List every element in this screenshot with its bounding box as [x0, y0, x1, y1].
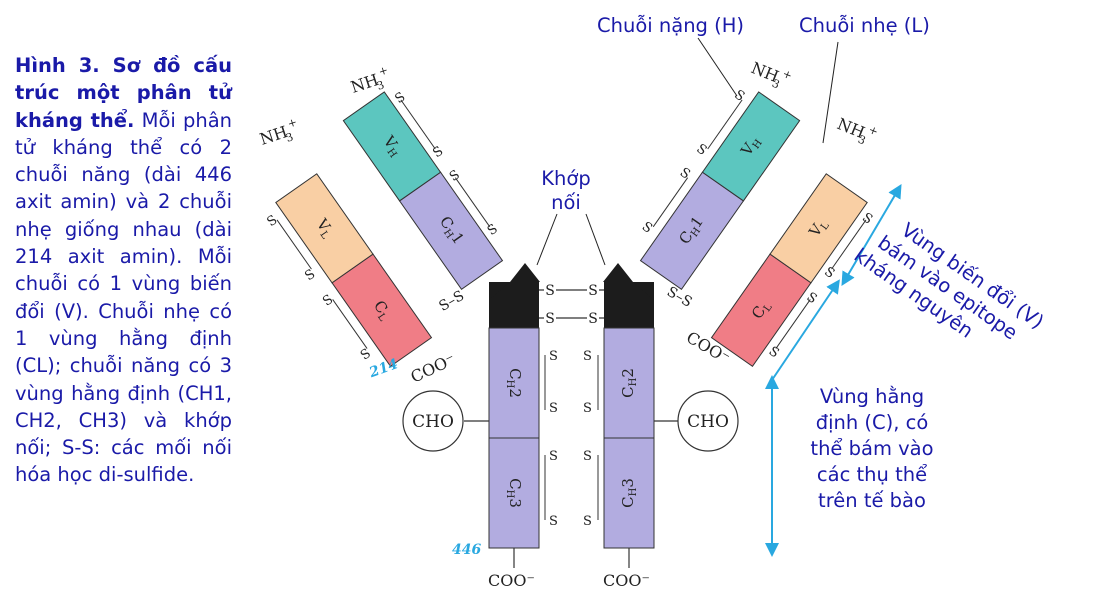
- nh3-right-light: NH3+: [835, 114, 881, 148]
- right-heavy-stem: [603, 282, 655, 568]
- svg-text:3: 3: [770, 77, 781, 92]
- svg-text:S: S: [731, 87, 747, 104]
- svg-text:S: S: [549, 401, 558, 416]
- svg-text:Khớp: Khớp: [541, 167, 590, 190]
- svg-text:S: S: [766, 344, 782, 361]
- svg-text:S: S: [804, 290, 820, 307]
- right-hinge-wedge: [603, 263, 654, 300]
- left-vh-domain: [342, 91, 442, 202]
- svg-text:S: S: [693, 141, 709, 158]
- svg-text:S: S: [583, 349, 592, 364]
- svg-text:S: S: [583, 401, 592, 416]
- svg-text:S: S: [821, 264, 837, 281]
- svg-text:3: 3: [284, 130, 295, 145]
- svg-text:S: S: [302, 267, 318, 284]
- light-chain-label: Chuỗi nhẹ (L): [799, 14, 930, 144]
- left-ch2-domain: [488, 327, 540, 439]
- right-heavy-coo: COO⁻: [603, 571, 650, 590]
- svg-text:S: S: [583, 514, 592, 529]
- svg-text:thể bám vào: thể bám vào: [810, 437, 933, 460]
- right-ch3-domain: [603, 437, 655, 549]
- svg-text:S: S: [639, 219, 655, 236]
- hinge-label: Khớp nối: [536, 167, 606, 266]
- svg-text:định (C), có: định (C), có: [816, 411, 929, 434]
- left-light-chain: CL VL: [275, 173, 433, 368]
- right-ch3-label: CH3: [619, 478, 639, 508]
- svg-text:+: +: [377, 63, 390, 78]
- right-ch2-domain: [603, 327, 655, 439]
- heavy-chain-label: Chuỗi nặng (H): [597, 14, 744, 97]
- svg-text:S: S: [549, 349, 558, 364]
- variable-region-arrow: [841, 183, 902, 287]
- svg-text:trên tế bào: trên tế bào: [818, 489, 926, 512]
- nh3-right-heavy: NH3+: [749, 58, 795, 92]
- svg-text:Vùng hằng: Vùng hằng: [820, 385, 924, 408]
- left-ch2-label: CH2: [505, 368, 525, 398]
- right-vh-domain: [701, 91, 801, 202]
- svg-text:3: 3: [856, 133, 867, 148]
- svg-text:CHO: CHO: [412, 412, 454, 432]
- svg-text:S: S: [677, 165, 693, 182]
- right-cho: CHO: [654, 390, 739, 452]
- svg-text:+: +: [286, 115, 299, 130]
- svg-text:S: S: [485, 222, 501, 239]
- left-heavy-stem: [488, 282, 540, 568]
- caption-title: Hình 3. Sơ đồ cấu trúc một phân tử kháng…: [15, 54, 232, 132]
- left-hinge-wedge: [489, 263, 540, 300]
- svg-text:Chuỗi nhẹ (L): Chuỗi nhẹ (L): [799, 14, 930, 37]
- left-vl-domain: [275, 173, 374, 284]
- svg-text:S: S: [549, 449, 558, 464]
- svg-text:S: S: [358, 346, 374, 363]
- svg-text:nối: nối: [551, 191, 581, 214]
- right-heavy-arm: CH1 VH: [603, 91, 801, 300]
- svg-text:+: +: [781, 67, 794, 83]
- svg-text:các thụ thể: các thụ thể: [817, 463, 927, 486]
- svg-text:S–S: S–S: [436, 288, 467, 315]
- svg-text:S: S: [588, 311, 598, 327]
- svg-text:S: S: [583, 449, 592, 464]
- svg-text:S: S: [545, 283, 555, 299]
- svg-text:S: S: [549, 514, 558, 529]
- left-heavy-coo: COO⁻: [488, 571, 535, 590]
- svg-text:CHO: CHO: [687, 412, 729, 432]
- svg-text:S–S: S–S: [664, 284, 695, 311]
- svg-text:S: S: [588, 283, 598, 299]
- left-ch3-domain: [488, 437, 540, 549]
- caption-body: Mỗi phân tử kháng thể có 2 chuỗi năng (d…: [15, 108, 233, 487]
- svg-text:S: S: [430, 144, 446, 161]
- left-light-coo: COO⁻: [408, 350, 459, 387]
- variable-region-arrow-2: [771, 279, 840, 381]
- svg-text:+: +: [867, 123, 880, 139]
- hinge-disulfide-bonds: S S S S S–S S–S: [436, 281, 695, 327]
- svg-text:S: S: [545, 311, 555, 327]
- svg-text:S: S: [859, 210, 875, 227]
- figure-caption: Hình 3. Sơ đồ cấu trúc một phân tử kháng…: [15, 52, 232, 489]
- svg-text:Chuỗi nặng (H): Chuỗi nặng (H): [597, 14, 744, 37]
- constant-region-annotation: Vùng hằng định (C), có thể bám vào các t…: [765, 375, 934, 557]
- left-ch3-label: CH3: [505, 478, 525, 508]
- left-cho: CHO: [402, 390, 489, 452]
- num-446: 446: [452, 542, 481, 558]
- right-ch2-label: CH2: [619, 368, 639, 398]
- left-heavy-arm: CH1 VH: [342, 91, 540, 300]
- svg-text:S: S: [447, 167, 463, 184]
- svg-text:3: 3: [375, 78, 386, 93]
- svg-text:S: S: [392, 90, 408, 107]
- nh3-left-light: NH3+: [257, 115, 299, 148]
